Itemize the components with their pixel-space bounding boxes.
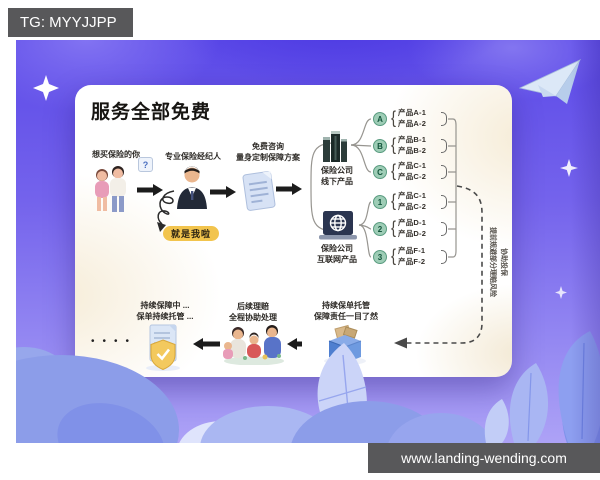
- offline-company-label: 保险公司线下产品: [321, 166, 353, 187]
- left-brace: {: [391, 109, 397, 129]
- card-title: 服务全部免费: [91, 102, 212, 123]
- step2-label: 专业保险经纪人: [165, 152, 221, 161]
- step1-label: 想买保险的你: [92, 150, 140, 159]
- flowchart-card: 服务全部免费 想买保险的你 专业保险经纪人 免费咨询量身定制保障方案 ?: [75, 85, 512, 377]
- right-bracket: [441, 195, 447, 209]
- family-icon: [223, 325, 284, 365]
- box-label: 持续保单托管保障责任一目了然: [314, 301, 378, 322]
- left-brace: {: [391, 136, 397, 156]
- right-bracket: [441, 112, 447, 126]
- policy-box-icon: [324, 324, 366, 365]
- question-bubble: ?: [138, 157, 153, 172]
- left-brace: {: [391, 192, 397, 212]
- right-bracket: [441, 165, 447, 179]
- product-node-A: A: [373, 112, 387, 126]
- globe-laptop-icon: [319, 211, 357, 240]
- poster-photo: 服务全部免费 想买保险的你 专业保险经纪人 免费咨询量身定制保障方案 ?: [16, 40, 600, 443]
- buildings-icon: [323, 131, 347, 162]
- product-node-1: 1: [373, 195, 387, 209]
- family-label: 后续理赔全程协助处理: [229, 302, 277, 323]
- right-bracket: [441, 222, 447, 236]
- product-node-2: 2: [373, 222, 387, 236]
- left-brace: {: [391, 162, 397, 182]
- paper-plane-icon: [518, 59, 582, 104]
- couple-icon: [95, 166, 126, 212]
- ellipsis-dots: ••••: [90, 336, 137, 347]
- right-bracket: [441, 250, 447, 264]
- right-bracket: [441, 139, 447, 153]
- product-node-C: C: [373, 165, 387, 179]
- shield-doc-icon: [146, 324, 180, 371]
- step3-label: 免费咨询量身定制保障方案: [236, 142, 300, 163]
- online-company-label: 保险公司互联网产品: [317, 244, 357, 265]
- left-brace: {: [391, 247, 397, 267]
- left-brace: {: [391, 219, 397, 239]
- vertical-note: 协助投保提前规避部分理赔风险: [488, 227, 507, 297]
- url-badge: www.landing-wending.com: [368, 443, 600, 473]
- tg-badge: TG: MYYJJPP: [8, 8, 133, 37]
- shield-label: 持续保障中 ...保单持续托管 ...: [136, 301, 194, 322]
- product-node-3: 3: [373, 250, 387, 264]
- me-pill: 就是我啦: [163, 226, 219, 241]
- product-node-B: B: [373, 139, 387, 153]
- quote-tablet-icon: [242, 171, 276, 211]
- broker-icon: [177, 166, 207, 209]
